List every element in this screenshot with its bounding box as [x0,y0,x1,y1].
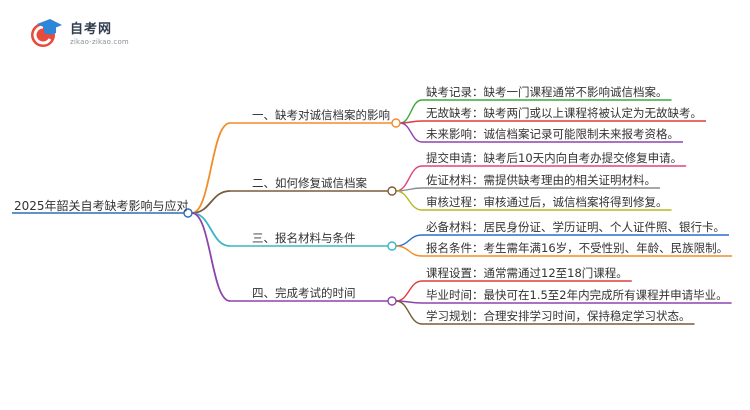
graduation-cap-icon [31,19,62,47]
branch-connector [395,245,423,257]
leaf-node[interactable]: 必备材料：居民身份证、学历证明、个人证件照、银行卡。 [426,220,725,234]
leaf-node[interactable]: 无故缺考：缺考两门或以上课程将被认定为无故缺考。 [426,106,702,120]
root-connector [191,212,231,247]
branch-junction-dot [387,186,397,196]
branch-node[interactable]: 四、完成考试的时间 [252,286,356,300]
leaf-node[interactable]: 审核过程：审核通过后，诚信档案将得到修复。 [426,195,668,209]
logo-url: zikao-zikao.com [70,38,129,46]
leaf-node[interactable]: 学习规划：合理安排学习时间，保持稳定学习状态。 [426,309,691,323]
logo-title: 自考网 [70,22,113,37]
branch-node[interactable]: 三、报名材料与条件 [252,231,356,245]
site-logo[interactable]: 自考网 zikao-zikao.com [28,14,148,54]
branch-connector [399,122,423,143]
leaf-node[interactable]: 毕业时间：最快可在1.5至2年内完成所有课程并申请毕业。 [426,288,728,302]
root-junction-dot [183,208,193,218]
leaf-node[interactable]: 未来影响：诚信档案记录可能限制未来报考资格。 [426,127,679,141]
branch-connector [395,165,423,192]
leaf-node[interactable]: 提交申请：缺考后10天内向自考办提交修复申请。 [426,151,683,165]
branch-node[interactable]: 二、如何修复诚信档案 [252,176,367,190]
branch-junction-dot [387,296,397,306]
root-connector [191,212,231,302]
root-connector [191,122,231,214]
branch-connector [395,280,423,302]
root-node[interactable]: 2025年韶关自考缺考影响与应对 [14,199,189,213]
branch-node[interactable]: 一、缺考对诚信档案的影响 [252,108,390,122]
root-connector [191,190,231,214]
leaf-node[interactable]: 缺考记录：缺考一门课程通常不影响诚信档案。 [426,85,668,99]
leaf-node[interactable]: 课程设置：通常需通过12至18门课程。 [426,266,628,280]
branch-connector [395,234,423,247]
branch-junction-dot [387,241,397,251]
branch-connector [395,300,423,325]
branch-junction-dot [391,118,401,128]
leaf-node[interactable]: 佐证材料：需提供缺考理由的相关证明材料。 [426,173,656,187]
branch-connector [399,99,423,124]
leaf-node[interactable]: 报名条件：考生需年满16岁，不受性别、年龄、民族限制。 [426,241,729,255]
branch-connector [395,190,423,211]
